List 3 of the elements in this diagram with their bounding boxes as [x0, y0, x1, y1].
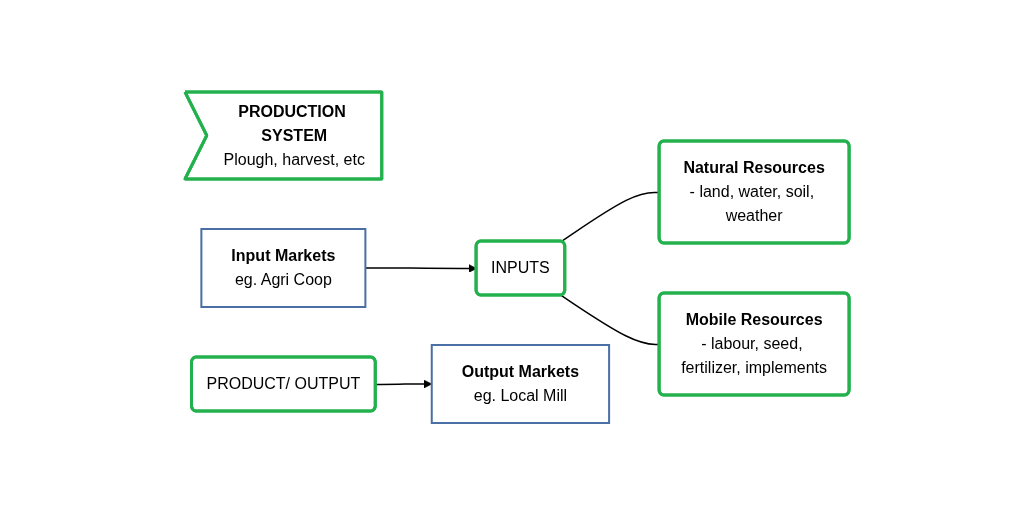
node-box: Input Markets eg. Agri Coop [200, 227, 367, 308]
arrow [375, 379, 433, 388]
node-box: Output Markets eg. Local Mill [431, 343, 611, 424]
